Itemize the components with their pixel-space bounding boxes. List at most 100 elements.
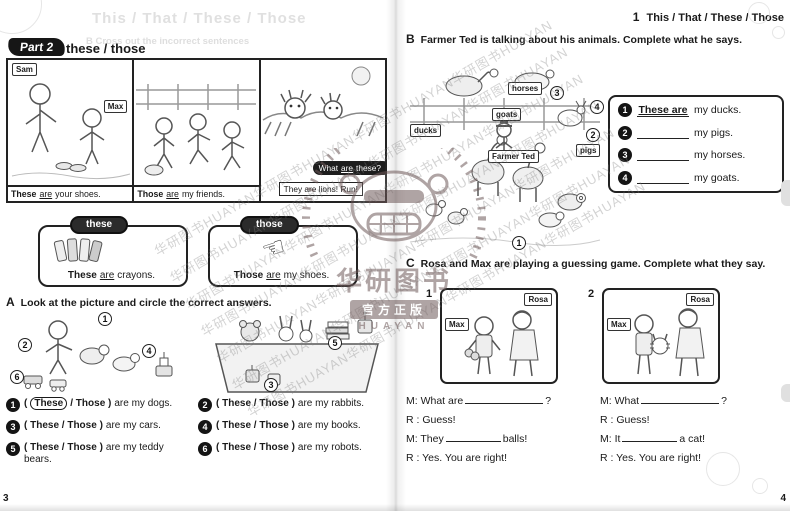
item-number: 3 bbox=[618, 148, 632, 163]
picture-number: 3 bbox=[550, 86, 564, 100]
dialog-line: R : Yes. You are right! bbox=[406, 452, 507, 464]
dialog-line: R : Guess! bbox=[406, 414, 456, 426]
item-number: 1 bbox=[6, 398, 20, 412]
item-text: ( These / Those )are my rabbits. bbox=[216, 398, 367, 410]
picture-number: 1 bbox=[512, 236, 526, 250]
deco-circle bbox=[706, 452, 740, 486]
answer-blank bbox=[637, 149, 689, 162]
bubble-word: are bbox=[341, 163, 354, 173]
caption-word: your shoes. bbox=[55, 189, 101, 199]
answer-item: 1 (These/ Those )are my dogs. bbox=[6, 397, 198, 420]
character-name-tag: Max bbox=[445, 318, 469, 331]
comic-caption: They are lions! Run! bbox=[278, 182, 363, 196]
sentence-word: Those bbox=[233, 270, 264, 281]
picture-number: 3 bbox=[264, 378, 278, 392]
answer-fill: These are bbox=[637, 103, 689, 117]
section-heading-text: Rosa and Max are playing a guessing game… bbox=[420, 258, 766, 270]
book-spine bbox=[386, 0, 406, 511]
answer-blank bbox=[465, 393, 544, 404]
answer-blank bbox=[445, 431, 501, 442]
answer-item: 4 ( These / Those )are my books. bbox=[198, 420, 386, 442]
item-rest: are my books. bbox=[297, 420, 361, 431]
answer-blank bbox=[637, 127, 689, 139]
option-text: / Those ) bbox=[70, 398, 112, 409]
section-a-answers: 1 (These/ Those )are my dogs. 3 ( These … bbox=[6, 397, 389, 484]
section-a-art bbox=[23, 311, 379, 393]
dialog-text: balls! bbox=[502, 433, 528, 445]
picture-number: 5 bbox=[328, 336, 342, 350]
option-text: ( These / Those ) bbox=[216, 420, 295, 431]
farmer-label: Farmer Ted bbox=[488, 150, 539, 163]
answer-blank bbox=[622, 431, 678, 442]
concept-tab: these bbox=[70, 216, 129, 234]
dialog-text: ? bbox=[721, 395, 727, 407]
caption-word: my friends. bbox=[181, 189, 225, 199]
item-text: ( These / Those )are my books. bbox=[216, 420, 364, 432]
comic-panel3-art bbox=[262, 66, 383, 137]
option-text: ( These / Those ) bbox=[24, 442, 103, 453]
answer-item: 6 ( These / Those )are my robots. bbox=[198, 442, 386, 484]
unit-number: 1 bbox=[632, 10, 640, 24]
ghost-unit-title: This / That / These / Those bbox=[92, 10, 307, 27]
pointing-hand-icon: ☜ bbox=[257, 230, 290, 266]
picture-number: 1 bbox=[98, 312, 112, 326]
section-heading-text: Farmer Ted is talking about his animals.… bbox=[420, 34, 742, 46]
part-title: these / those bbox=[66, 41, 146, 56]
character-name-tag: Rosa bbox=[686, 293, 714, 306]
picture-number: 2 bbox=[586, 128, 600, 142]
dialog-text: M: What bbox=[600, 395, 640, 407]
page-number-right: 4 bbox=[780, 493, 786, 504]
dialog-line: R : Yes. You are right! bbox=[600, 452, 701, 464]
dialog-line: R : Guess! bbox=[600, 414, 650, 426]
dialog-text: a cat! bbox=[679, 433, 706, 445]
part-badge: Part 2 bbox=[7, 38, 67, 56]
item-rest: are my cars. bbox=[105, 420, 161, 431]
item-number: 1 bbox=[618, 103, 632, 117]
sentence-word: These bbox=[67, 270, 97, 281]
item-text: ( These / Those )are my teddy bears. bbox=[24, 442, 184, 466]
dialog-text: M: What are bbox=[406, 395, 464, 407]
item-number: 2 bbox=[198, 398, 212, 412]
option-text: ( These / Those ) bbox=[216, 442, 295, 453]
bubble-word: these? bbox=[356, 163, 381, 173]
deco-circle bbox=[748, 2, 770, 24]
answer-blank bbox=[637, 172, 689, 184]
farm-picture: horses goats ducks pigs Farmer Ted 1 2 3… bbox=[404, 52, 604, 254]
scene-box-2: Rosa Max bbox=[602, 288, 720, 384]
character-name-tag: Max bbox=[103, 100, 128, 113]
page-edge-tab bbox=[781, 180, 790, 206]
character-name-tag: Rosa bbox=[524, 293, 552, 306]
deco-circle bbox=[752, 478, 768, 494]
character-name-tag: Max bbox=[607, 318, 631, 331]
sentence-word: my shoes. bbox=[283, 270, 330, 281]
dialog-line: M: What are? bbox=[406, 392, 592, 411]
item-text: (These/ Those )are my dogs. bbox=[24, 397, 175, 410]
answer-rest: my ducks. bbox=[694, 104, 742, 116]
scene-number: 2 bbox=[588, 288, 595, 300]
animal-label-pigs: pigs bbox=[576, 144, 601, 157]
bubble-word: What bbox=[318, 163, 339, 173]
comic-panel1-art bbox=[11, 83, 131, 180]
character-name-tag: Sam bbox=[12, 63, 37, 76]
answer-row: 1 These are my ducks. bbox=[618, 103, 774, 117]
answer-row: 3 my horses. bbox=[618, 148, 774, 163]
section-b-answer-box: 1 These are my ducks. 2 my pigs. 3 my ho… bbox=[608, 95, 784, 193]
dialog-2: M: What? R : Guess! M: It a cat! R : Yes.… bbox=[600, 392, 786, 468]
dialog-line: M: What? bbox=[600, 392, 786, 411]
answer-blank bbox=[641, 393, 720, 404]
item-number: 4 bbox=[198, 420, 212, 434]
dialog-text: M: It bbox=[600, 433, 621, 445]
